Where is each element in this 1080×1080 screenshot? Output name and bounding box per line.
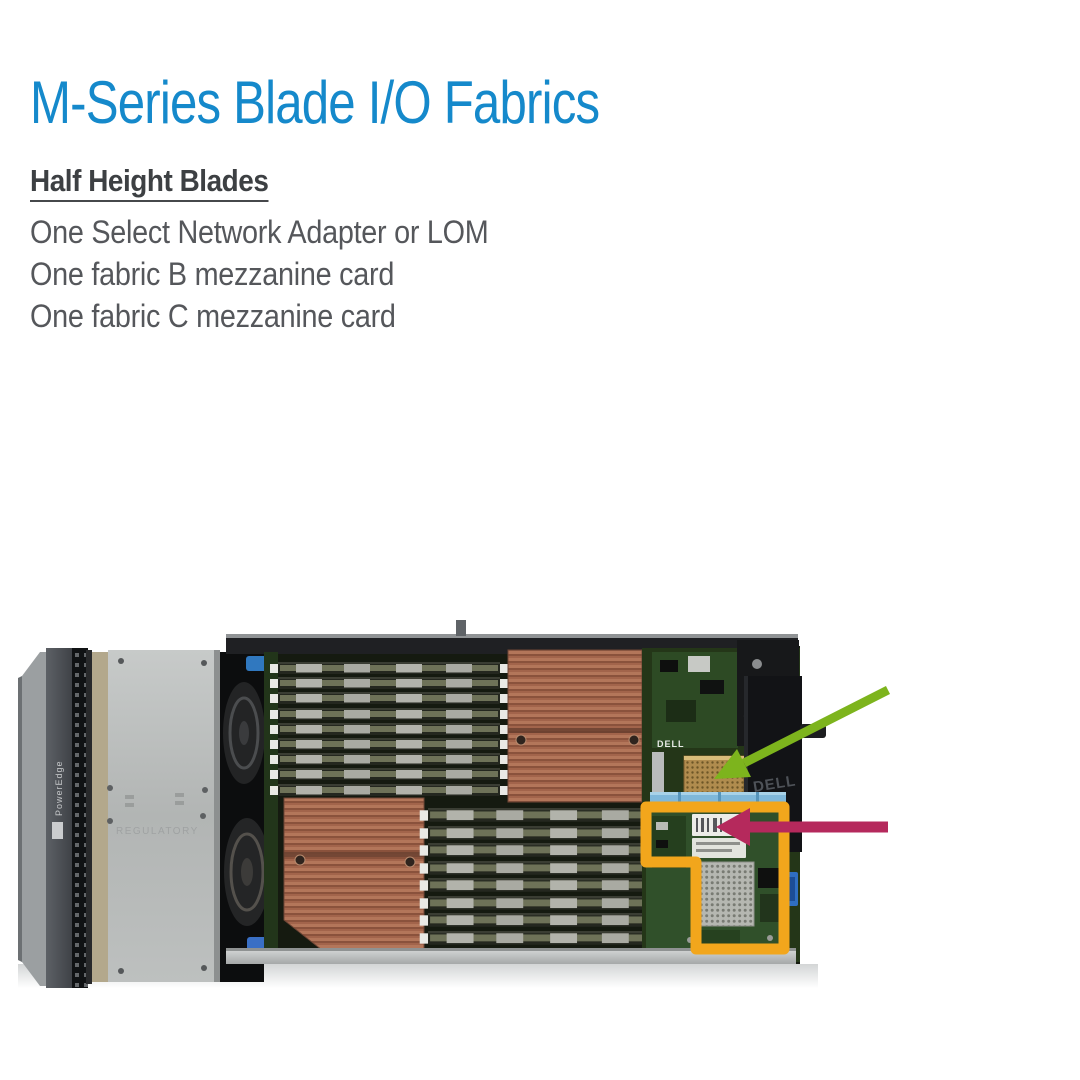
fabric-c-arrow — [714, 685, 891, 779]
chip — [666, 700, 696, 722]
blade-photo: PowerEdge — [18, 620, 891, 988]
page-title: M-Series Blade I/O Fabrics — [30, 69, 600, 136]
heatsink-clamp — [284, 852, 424, 857]
bezel-tan-strip — [92, 652, 110, 982]
heatsink-fins — [507, 649, 643, 803]
drive-bay — [218, 652, 270, 982]
drive-top-ring — [228, 696, 260, 770]
blue-bar-seam — [678, 792, 681, 810]
blue-tab-top — [246, 656, 268, 671]
heatsink-clamp — [508, 728, 642, 733]
chip — [656, 822, 668, 830]
screw — [118, 658, 124, 664]
chip — [700, 680, 724, 694]
arrow-head — [714, 749, 751, 779]
fabric-b-highlight-box — [640, 801, 790, 955]
cpu-heatsink-top — [507, 649, 643, 803]
screw — [404, 856, 416, 868]
poweredge-label: PowerEdge — [54, 760, 64, 816]
chip — [700, 930, 740, 946]
screw — [118, 968, 124, 974]
cage-edge — [214, 650, 220, 982]
drive-cage: REGULATORY — [107, 650, 220, 982]
dell-embossed: DELL — [752, 772, 797, 796]
screw — [202, 787, 208, 793]
barcode — [707, 818, 709, 832]
chip — [656, 840, 668, 848]
etch-mark — [125, 795, 134, 799]
blue-bar-seam — [756, 792, 759, 810]
screw — [515, 734, 527, 746]
chip — [760, 894, 782, 922]
chip — [688, 656, 710, 672]
text-block: Half Height Blades One Select Network Ad… — [30, 163, 539, 337]
body-line: One fabric B mezzanine card — [30, 256, 395, 292]
etch-mark — [175, 801, 184, 805]
blue-connector-slot — [785, 877, 795, 901]
body-line: One fabric C mezzanine card — [30, 298, 396, 334]
bezel-tag — [52, 822, 63, 839]
bezel-edge — [18, 676, 22, 962]
blue-bar-seam — [718, 792, 721, 810]
etch-mark — [175, 793, 184, 797]
heatsink-fins — [283, 797, 425, 951]
front-bezel: PowerEdge — [18, 648, 110, 988]
bottom-rail — [226, 948, 796, 964]
arrow-shaft — [741, 685, 891, 768]
gold-highlight — [684, 756, 744, 760]
bezel-bracket — [22, 652, 46, 986]
screw — [628, 734, 640, 746]
drive-bottom-ring — [229, 832, 265, 912]
bezel-gap — [86, 650, 92, 984]
chip — [660, 660, 678, 672]
regulatory-etch: REGULATORY — [116, 826, 199, 837]
sticker — [692, 838, 746, 858]
barcode — [713, 818, 717, 832]
rail-highlight — [226, 634, 798, 638]
fabric-b-card — [646, 792, 786, 952]
dell-silkscreen: DELL — [657, 739, 685, 749]
label-line — [696, 849, 732, 852]
blade-figure: PowerEdge — [0, 600, 1080, 1080]
etch-mark — [125, 803, 134, 807]
screw — [767, 935, 773, 941]
rail-line — [226, 948, 796, 951]
screw — [294, 854, 306, 866]
drive-top-hub — [239, 721, 249, 745]
screw — [107, 818, 113, 824]
bezel-face — [46, 648, 72, 988]
chip — [758, 868, 784, 888]
barcode — [701, 818, 704, 832]
barcode — [696, 818, 698, 832]
rail-bar — [226, 948, 796, 964]
bezel-vent-holes — [72, 648, 88, 988]
cpu-heatsink-bottom — [283, 797, 425, 951]
screw — [201, 660, 207, 666]
screw — [752, 659, 762, 669]
bracket — [652, 752, 664, 804]
perforation-dots — [694, 862, 754, 926]
body-lines: One Select Network Adapter or LOM One fa… — [30, 211, 539, 337]
screw — [107, 785, 113, 791]
io-pcb-zone: DELL DELL — [642, 640, 826, 962]
screw — [200, 813, 206, 819]
screw — [201, 965, 207, 971]
fabric-b-arrow — [716, 808, 888, 846]
section-heading: Half Height Blades — [30, 163, 269, 202]
rail-pin — [456, 620, 466, 636]
body-line: One Select Network Adapter or LOM — [30, 214, 489, 250]
label-line — [696, 842, 740, 845]
dimm-bank-top — [270, 662, 508, 796]
arrow-head — [716, 808, 750, 846]
drive-bottom-hub — [241, 858, 253, 886]
